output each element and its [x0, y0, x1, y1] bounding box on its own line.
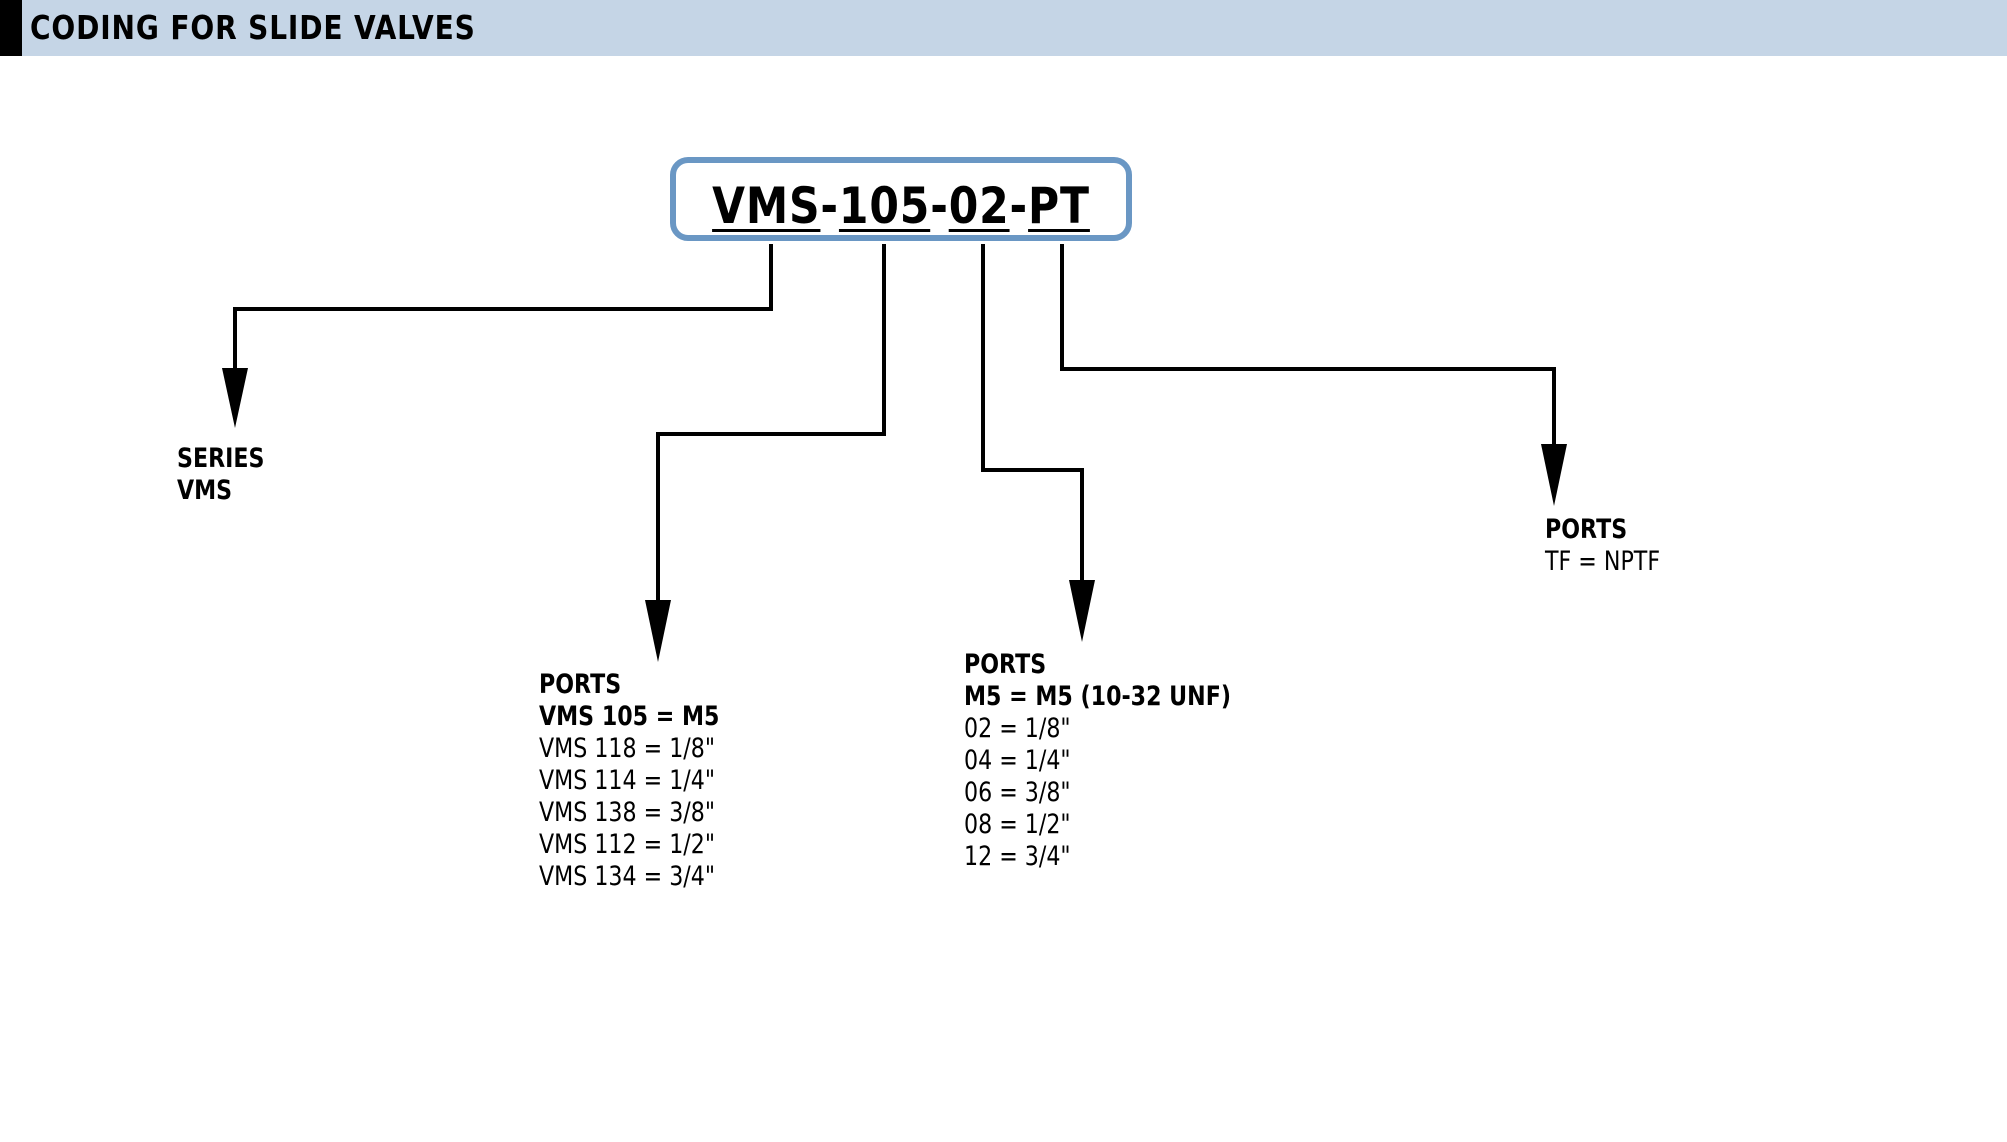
body-ports-option: VMS 138 = 3/8" [539, 797, 716, 828]
size-ports-option: 04 = 1/4" [964, 745, 1071, 776]
thread-ports-heading: PORTS [1545, 514, 1628, 545]
code-segment-size: 02 [948, 177, 1010, 235]
size-ports-option: 08 = 1/2" [964, 809, 1071, 840]
thread-ports-option: TF = NPTF [1545, 546, 1661, 577]
arrow-head-body-ports [645, 600, 671, 662]
body-ports-option: VMS 134 = 3/4" [539, 861, 716, 892]
body-ports-heading: PORTS [539, 669, 622, 700]
model-code-box: VMS-105-02-PT [670, 157, 1132, 241]
connector-size-ports [981, 244, 1084, 600]
size-ports-default: M5 = M5 (10-32 UNF) [964, 681, 1231, 712]
connector-series [233, 244, 773, 378]
arrow-head-series [222, 368, 248, 428]
connector-body-ports [656, 244, 886, 622]
code-separator: - [1009, 177, 1029, 235]
body-ports-default: VMS 105 = M5 [539, 701, 720, 732]
body-ports-option: VMS 112 = 1/2" [539, 829, 716, 860]
code-segment-thread: PT [1028, 177, 1090, 235]
size-ports-heading: PORTS [964, 649, 1047, 680]
series-label: SERIES [177, 443, 265, 474]
code-separator: - [930, 177, 949, 235]
body-ports-option: VMS 114 = 1/4" [539, 765, 716, 796]
size-ports-callout: PORTS M5 = M5 (10-32 UNF) 02 = 1/8" 04 =… [964, 649, 1231, 873]
body-ports-option: VMS 118 = 1/8" [539, 733, 716, 764]
arrow-head-size-ports [1069, 580, 1095, 642]
body-ports-callout: PORTS VMS 105 = M5 VMS 118 = 1/8" VMS 11… [539, 669, 719, 893]
code-separator: - [820, 177, 839, 235]
code-segment-series: VMS [712, 177, 821, 235]
code-segment-body: 105 [838, 177, 931, 235]
size-ports-option: 12 = 3/4" [964, 841, 1071, 872]
size-ports-option: 06 = 3/8" [964, 777, 1071, 808]
header-bar: CODING FOR SLIDE VALVES [0, 0, 2007, 56]
model-code: VMS-105-02-PT [710, 177, 1093, 235]
page-title: CODING FOR SLIDE VALVES [30, 8, 476, 47]
series-value: VMS [177, 475, 233, 506]
thread-ports-callout: PORTS TF = NPTF [1545, 514, 1660, 578]
connector-thread-ports [1060, 244, 1556, 458]
arrow-head-thread-ports [1541, 444, 1567, 506]
header-accent-mark [0, 0, 22, 56]
size-ports-option: 02 = 1/8" [964, 713, 1071, 744]
series-callout: SERIES VMS [177, 443, 264, 507]
